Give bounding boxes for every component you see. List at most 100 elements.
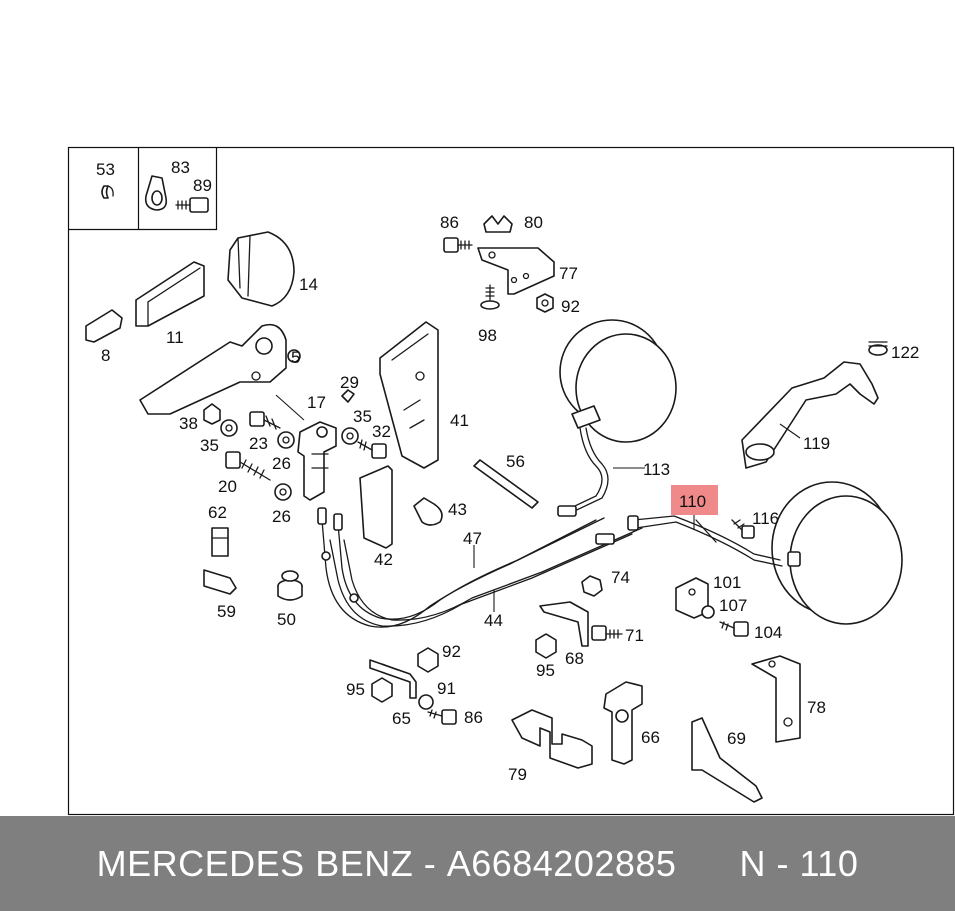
clamp-83 (144, 175, 168, 211)
label-74: 74 (611, 568, 630, 587)
label-122: 122 (891, 343, 919, 362)
label-101: 101 (713, 573, 741, 592)
washer-107 (701, 605, 715, 619)
label-69: 69 (727, 729, 746, 748)
label-35-right: 35 (353, 407, 372, 426)
cover-14 (227, 231, 295, 307)
nut-95-right (535, 633, 557, 659)
lamp-upper (559, 319, 677, 443)
nut-74 (581, 575, 603, 597)
bolt-71 (591, 625, 623, 641)
label-92-lower: 92 (442, 642, 461, 661)
screw-98 (480, 284, 500, 310)
position-label: N - 110 (739, 842, 859, 884)
label-38: 38 (179, 414, 198, 433)
footer-caption: MERCEDES BENZ - A6684202885 N - 110 (0, 816, 955, 911)
label-5: 5 (291, 348, 300, 367)
label-86-lower: 86 (464, 708, 483, 727)
label-86-top: 86 (440, 213, 459, 232)
label-95-right: 95 (536, 661, 555, 680)
label-77: 77 (559, 264, 578, 283)
bolt-89 (175, 197, 209, 213)
clip-8 (85, 309, 123, 343)
label-83: 83 (171, 158, 190, 177)
label-79: 79 (508, 765, 527, 784)
arm-119 (741, 361, 879, 469)
sleeve-59 (203, 569, 237, 595)
bracket-79 (511, 709, 593, 769)
bracket-11 (135, 261, 205, 327)
label-68: 68 (565, 649, 584, 668)
bolt-116 (731, 519, 755, 539)
inset-frame (68, 147, 218, 231)
washer-26a (277, 431, 295, 449)
label-8: 8 (101, 346, 110, 365)
bracket-78 (751, 655, 801, 743)
label-23: 23 (249, 434, 268, 453)
bolt-23 (249, 411, 281, 430)
label-65: 65 (392, 709, 411, 728)
nut-92-lower (417, 647, 439, 673)
arm-69 (691, 717, 763, 803)
label-32: 32 (372, 422, 391, 441)
label-53: 53 (96, 160, 115, 179)
label-29: 29 (340, 373, 359, 392)
bracket-68 (539, 601, 589, 647)
label-95-left: 95 (346, 680, 365, 699)
label-59: 59 (217, 602, 236, 621)
label-110: 110 (679, 492, 706, 511)
label-92-top: 92 (561, 297, 580, 316)
diagram-frame (67, 146, 955, 816)
brand-name: MERCEDES BENZ (96, 842, 414, 884)
label-78: 78 (807, 698, 826, 717)
label-42: 42 (374, 550, 393, 569)
bolt-104 (719, 621, 749, 637)
label-35-left: 35 (200, 436, 219, 455)
clip-53 (101, 185, 114, 199)
washer-35-right (341, 427, 359, 445)
label-119: 119 (803, 434, 830, 453)
label-11: 11 (166, 328, 184, 347)
lamp-lower (771, 481, 903, 625)
label-116: 116 (752, 509, 779, 528)
spacer-122 (868, 341, 888, 356)
grommet-50 (277, 570, 303, 601)
tube-113 (557, 427, 609, 517)
panel-41 (379, 321, 439, 469)
label-66: 66 (641, 728, 660, 747)
plate-42 (359, 465, 393, 549)
label-26-top: 26 (272, 454, 291, 473)
parts-diagram: 53 83 89 86 80 77 92 98 14 11 8 5 29 17 … (67, 146, 955, 816)
part-number: A6684202885 (446, 842, 677, 884)
bolt-20 (225, 451, 271, 481)
label-20: 20 (218, 477, 237, 496)
arm-5 (139, 323, 301, 415)
label-41: 41 (450, 411, 469, 430)
label-26-bottom: 26 (272, 507, 291, 526)
bracket-77 (477, 247, 555, 295)
clip-80 (483, 215, 513, 233)
cables-47-44 (317, 505, 643, 628)
label-43: 43 (448, 500, 467, 519)
footer-bar: MERCEDES BENZ - A6684202885 N - 110 (0, 816, 955, 911)
bolt-32 (357, 439, 387, 459)
clamp-66 (603, 681, 643, 765)
leader-lines (275, 394, 801, 612)
bolt-38 (203, 403, 221, 425)
label-98: 98 (478, 326, 497, 345)
nut-92-top (536, 293, 554, 313)
label-14: 14 (299, 275, 318, 294)
label-113: 113 (643, 460, 670, 479)
bolt-86-top (443, 237, 473, 253)
tube-110 (627, 515, 783, 567)
label-17: 17 (307, 393, 326, 412)
label-91: 91 (437, 679, 456, 698)
caption-separator: - (413, 842, 447, 884)
label-56: 56 (506, 452, 525, 471)
spacer-62 (211, 527, 229, 557)
washer-26b (274, 483, 292, 501)
label-50: 50 (277, 610, 296, 629)
rod-56 (473, 459, 539, 509)
label-107: 107 (719, 596, 747, 615)
bolt-86-lower (427, 709, 457, 725)
